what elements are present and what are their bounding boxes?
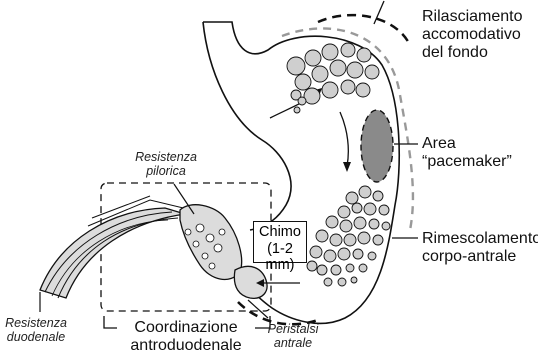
mixing-line2: corpo-antrale [422,248,538,266]
duodenal-line2: duodenale [0,330,72,344]
pyloric-resistance-label: Resistenza pilorica [118,150,214,178]
pacemaker-line2: “pacemaker” [422,153,512,171]
pyloric-line1: Resistenza [118,150,214,164]
mixing-line1: Rimescolamento [422,230,538,248]
chyme-line2: (1-2 mm) [254,241,306,274]
peristalsis-line2: antrale [252,336,334,350]
duodenal-resistance-label: Resistenza duodenale [0,316,72,344]
coordination-label: Coordinazione antroduodenale [117,319,255,355]
pacemaker-area [361,110,393,182]
chyme-line1: Chimo [254,224,306,241]
coordination-line2: antroduodenale [117,337,255,355]
duodenal-line1: Resistenza [0,316,72,330]
peristalsis-label: Peristalsi antrale [252,322,334,350]
chyme-size-box: Chimo (1-2 mm) [253,221,307,263]
mixing-label: Rimescolamento corpo-antrale [422,230,538,266]
pyloric-line2: pilorica [118,164,214,178]
peristalsis-line1: Peristalsi [252,322,334,336]
fundus-relaxation-line1: Rilasciamento [422,8,522,26]
duodenum [40,196,200,298]
pacemaker-line1: Area [422,135,512,153]
coordination-line1: Coordinazione [117,319,255,337]
fundus-relaxation-line3: del fondo [422,44,522,62]
fundus-relaxation-line2: accomodativo [422,26,522,44]
pacemaker-label: Area “pacemaker” [422,135,512,171]
fundus-relaxation-label: Rilasciamento accomodativo del fondo [422,8,522,62]
